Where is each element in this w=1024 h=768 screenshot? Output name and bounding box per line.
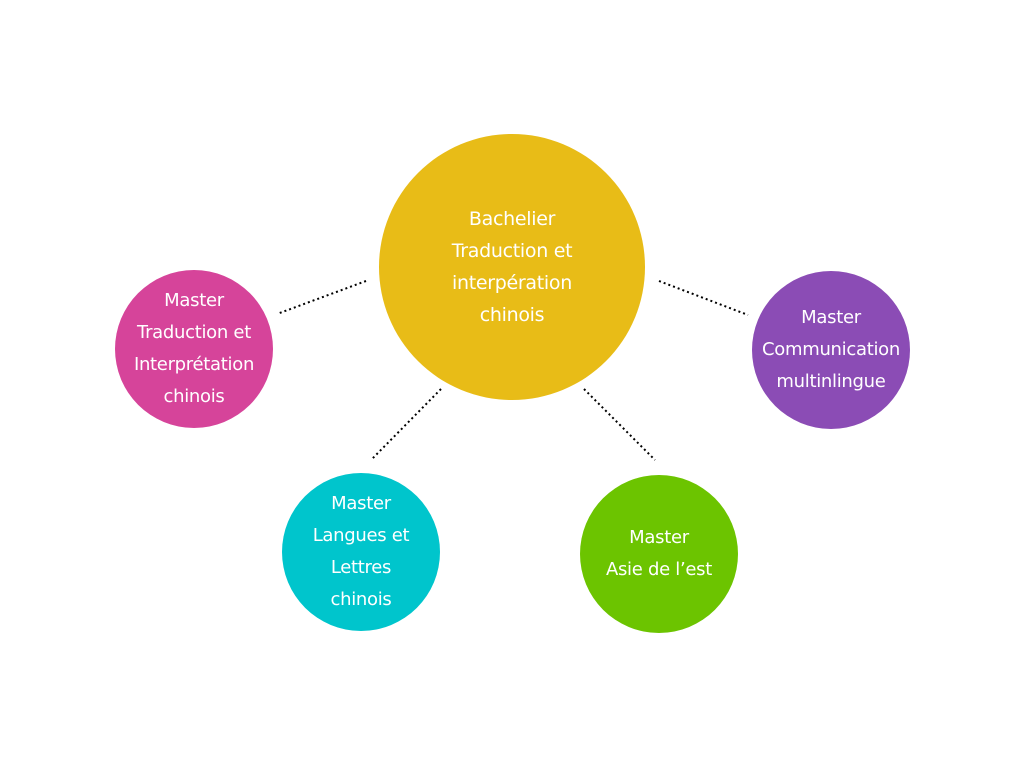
node-label-line: Traduction et [137,322,251,343]
node-master-langues: Master Langues et Lettres chinois [282,473,440,631]
node-label-line: Asie de l’est [605,559,713,580]
connector-center-pink [276,280,367,315]
node-label-line: Master [164,290,224,311]
node-master-traduction: Master Traduction et Interprétation chin… [115,270,273,428]
node-label-line: chinois [330,589,392,610]
node-label-line: Lettres [330,557,392,578]
node-master-asie: Master Asie de l’est [580,475,738,633]
node-label-line: Master [331,493,391,514]
node-label-line: Traduction et [451,240,573,262]
node-label-line: Interprétation [133,354,255,375]
node-label-line: Bachelier [468,208,556,230]
connector-center-purple [658,280,749,316]
node-label-line: Master [801,307,861,328]
node-master-communication: Master Communication multinlingue [752,271,910,429]
node-label-line: Langues et [312,525,410,546]
center-node-bachelier: Bachelier Traduction et interpération ch… [379,134,645,400]
node-label-line: chinois [163,386,225,407]
node-label-line: interpération [452,272,572,294]
node-label-line: Master [629,527,689,548]
node-label-line: chinois [479,304,545,326]
connector-center-cyan [370,388,442,461]
node-label-line: multinlingue [776,371,886,392]
node-label-line: Communication [762,339,900,360]
connector-center-green [583,388,656,461]
